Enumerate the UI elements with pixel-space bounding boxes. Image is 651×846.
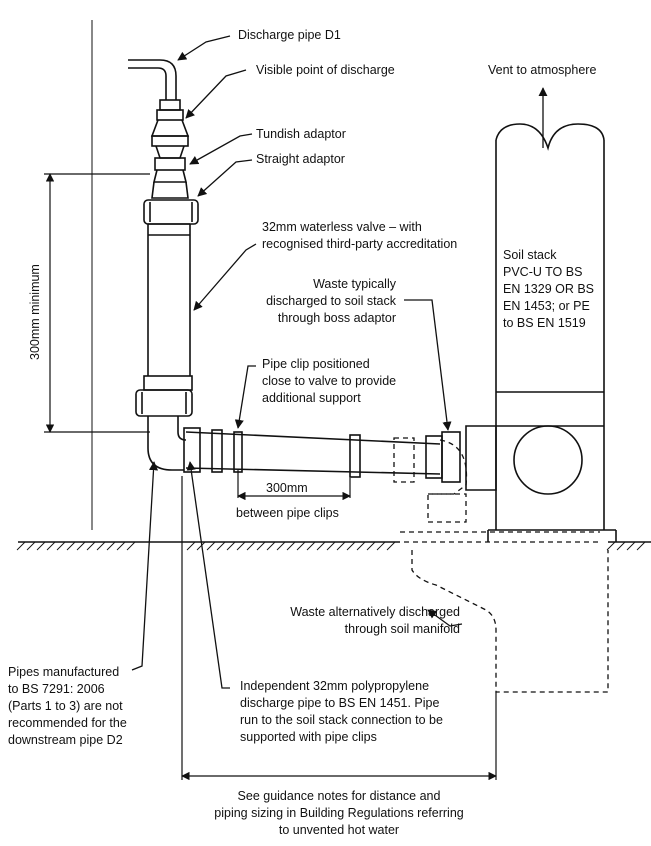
waterless-valve [147,223,191,376]
label-clip-spacing: 300mm [266,481,308,495]
label-guidance: See guidance notes for distance and pipi… [214,789,464,837]
label-between-clips: between pipe clips [236,506,339,520]
label-visible-point: Visible point of discharge [256,63,395,77]
label-waste-boss: Waste typically discharged to soil stack… [266,277,396,325]
label-pipe-clip: Pipe clip positioned close to valve to p… [262,357,397,405]
elbow [147,416,187,471]
label-independent-pipe: Independent 32mm polypropylene discharge… [240,679,443,744]
label-vent: Vent to atmosphere [488,63,597,77]
label-tundish-adaptor: Tundish adaptor [256,127,346,141]
ground-line [16,541,651,551]
label-straight-adaptor: Straight adaptor [256,152,345,166]
tundish [150,99,190,199]
label-discharge-pipe: Discharge pipe D1 [238,28,341,42]
label-min-height: 300mm minimum [28,264,42,360]
leader-lines [131,35,463,689]
label-waste-manifold: Waste alternatively discharged through s… [290,605,460,636]
guidance-dimension [181,476,497,781]
valve-lower-nut [135,389,193,417]
min-height-dimension [44,173,150,433]
horizontal-discharge-pipe [183,427,461,483]
straight-adaptor [143,199,199,225]
label-bs7291: Pipes manufactured to BS 7291: 2006 (Par… [8,665,127,747]
label-soil-stack: Soil stack PVC-U TO BS EN 1329 OR BS EN … [503,248,595,330]
soil-stack [465,123,617,542]
label-waterless-valve: 32mm waterless valve – with recognised t… [262,220,458,251]
discharge-pipe-d1 [128,59,177,100]
clip-spacing-dimension [237,470,351,501]
